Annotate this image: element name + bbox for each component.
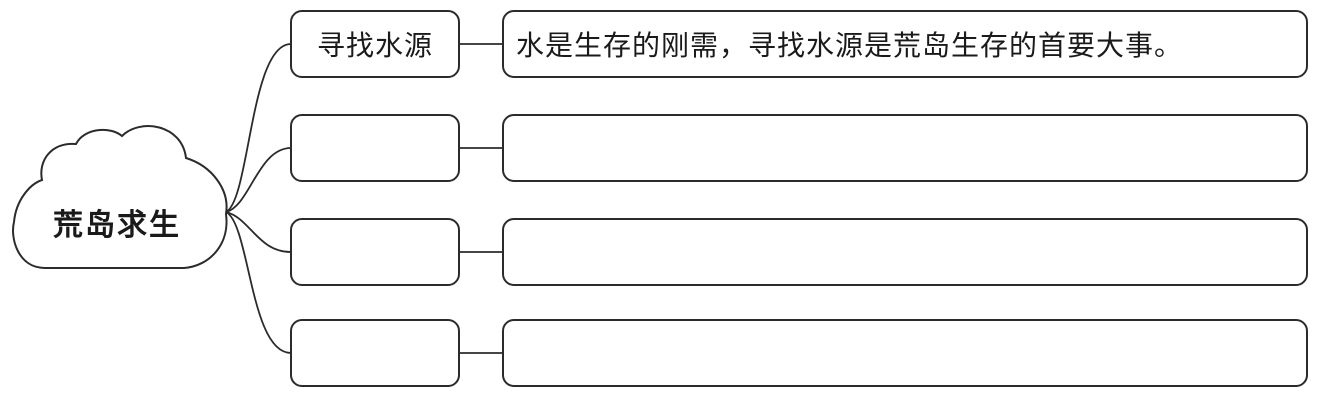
- detail-box-3[interactable]: [502, 218, 1308, 286]
- branch-connector-3: [225, 211, 292, 253]
- detail-box-4[interactable]: [502, 319, 1308, 387]
- detail-box-1: 水是生存的刚需，寻找水源是荒岛生存的首要大事。: [502, 10, 1308, 78]
- detail-box-2[interactable]: [502, 114, 1308, 182]
- topic-box-4[interactable]: [290, 319, 460, 387]
- cloud-shape: [12, 125, 228, 269]
- topic-box-2[interactable]: [290, 114, 460, 182]
- topic-box-1: 寻找水源: [290, 10, 460, 78]
- branch-connector-2: [225, 147, 292, 213]
- central-topic: 荒岛求生: [53, 208, 181, 243]
- branch-connector-4: [225, 211, 292, 354]
- branch-connector-1: [225, 43, 292, 213]
- topic-box-3[interactable]: [290, 218, 460, 286]
